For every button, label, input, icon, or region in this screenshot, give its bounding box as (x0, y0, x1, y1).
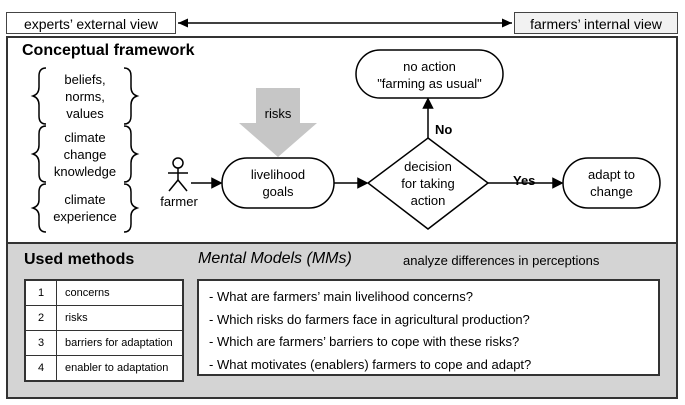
no-action-label: no action "farming as usual" (377, 59, 482, 91)
mental-models-title: Mental Models (MMs) (198, 250, 352, 267)
mental-models-subtitle: analyze differences in perceptions (403, 253, 600, 268)
question-item: - What are farmers’ main livelihood conc… (209, 289, 473, 304)
farmers-view-label: farmers’ internal view (514, 12, 678, 34)
decision-node (366, 137, 490, 230)
livelihood-goals-label: livelihood goals (250, 167, 306, 199)
row-label: concerns (65, 287, 110, 299)
factor-climate-experience: climate experience (53, 192, 117, 224)
row-label: enabler to adaptation (65, 362, 169, 374)
farmer-icon (168, 157, 188, 192)
table-row: 3 barriers for adaptation (26, 331, 182, 356)
adapt-label: adapt to change (588, 167, 635, 199)
question-item: - Which are farmers’ barriers to cope wi… (209, 334, 520, 349)
row-number: 1 (26, 281, 57, 305)
questions-box: - What are farmers’ main livelihood conc… (197, 279, 660, 376)
yes-branch-label: Yes (513, 173, 536, 188)
no-action-node (355, 49, 504, 99)
question-item: - What motivates (enablers) farmers to c… (209, 356, 532, 372)
table-row: 1 concerns (26, 281, 182, 306)
row-label: barriers for adaptation (65, 337, 173, 349)
row-number: 3 (26, 331, 57, 355)
table-row: 4 enabler to adaptation (26, 356, 182, 380)
table-row: 2 risks (26, 306, 182, 331)
section-divider (6, 242, 678, 244)
no-branch-label: No (435, 122, 453, 137)
experts-view-label: experts’ external view (6, 12, 176, 34)
row-number: 2 (26, 306, 57, 330)
outer-frame (6, 36, 678, 399)
factor-climate-knowledge: climate change knowledge (53, 130, 117, 179)
view-arrow (178, 18, 512, 28)
methods-title: Used methods (24, 251, 135, 268)
farmer-label: farmer (160, 194, 198, 209)
framework-diagram (30, 49, 661, 233)
methods-table: 1 concerns 2 risks 3 barriers for adapta… (24, 279, 184, 382)
row-label: risks (65, 312, 88, 324)
question-item: - Which risks do farmers face in agricul… (209, 311, 530, 327)
risks-label: risks (264, 106, 292, 121)
factor-beliefs: beliefs, norms, values (64, 72, 106, 121)
framework-title: Conceptual framework (22, 42, 195, 59)
decision-label: decision for taking action (401, 159, 455, 208)
row-number: 4 (26, 356, 57, 380)
risks-arrow (239, 88, 317, 157)
